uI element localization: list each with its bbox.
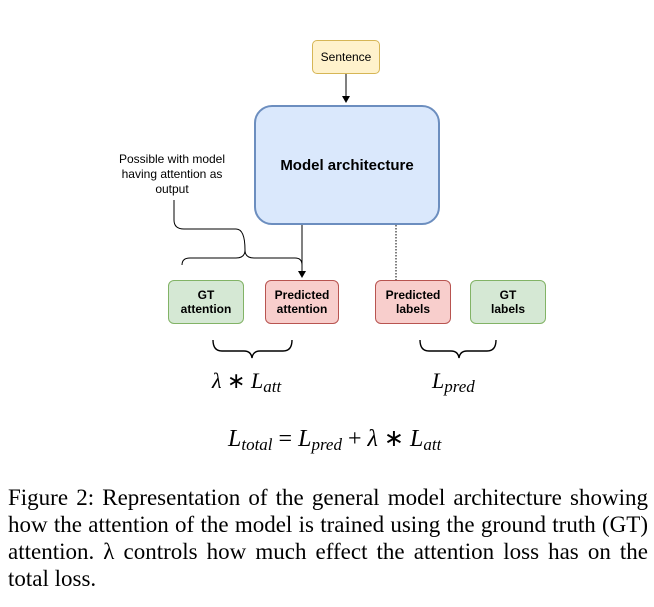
loss-symbol: L: [250, 368, 264, 393]
attention-loss-term: λ ∗ Latt: [212, 368, 281, 397]
equals-operator: =: [278, 426, 293, 452]
loss-subscript: total: [241, 435, 273, 454]
multiply-operator: ∗: [227, 368, 246, 393]
multiply-operator: ∗: [383, 426, 405, 452]
gt-labels-node: GT labels: [470, 280, 546, 324]
predicted-labels-label: Predicted labels: [385, 288, 441, 316]
gt-attention-node: GT attention: [168, 280, 244, 324]
loss-subscript: att: [263, 377, 282, 396]
predicted-labels-node: Predicted labels: [375, 280, 451, 324]
loss-subscript: pred: [311, 435, 342, 454]
brace-attention: [212, 339, 293, 359]
model-architecture-label: Model architecture: [280, 156, 414, 174]
note-brace: [173, 200, 303, 266]
sentence-label: Sentence: [320, 50, 372, 64]
brace-labels: [419, 339, 497, 359]
lambda-symbol: λ: [367, 426, 378, 452]
predicted-attention-node: Predicted attention: [265, 280, 339, 324]
loss-symbol: L: [410, 426, 424, 452]
gt-attention-label: GT attention: [180, 288, 232, 316]
figure-caption: Figure 2: Representation of the general …: [8, 485, 648, 591]
plus-operator: +: [347, 426, 362, 452]
gt-labels-label: GT labels: [490, 288, 526, 316]
attention-output-note: Possible with model having attention as …: [118, 152, 226, 196]
sentence-node: Sentence: [312, 40, 380, 74]
loss-symbol: L: [298, 426, 312, 452]
loss-symbol: L: [228, 426, 242, 452]
predicted-attention-label: Predicted attention: [274, 288, 330, 316]
model-architecture-node: Model architecture: [254, 105, 440, 225]
prediction-loss-term: Lpred: [432, 368, 475, 397]
lambda-symbol: λ: [212, 368, 222, 393]
total-loss-equation: Ltotal = Lpred + λ ∗ Latt: [228, 424, 441, 455]
loss-subscript: att: [423, 435, 442, 454]
loss-symbol: L: [432, 368, 445, 393]
loss-subscript: pred: [444, 377, 475, 396]
